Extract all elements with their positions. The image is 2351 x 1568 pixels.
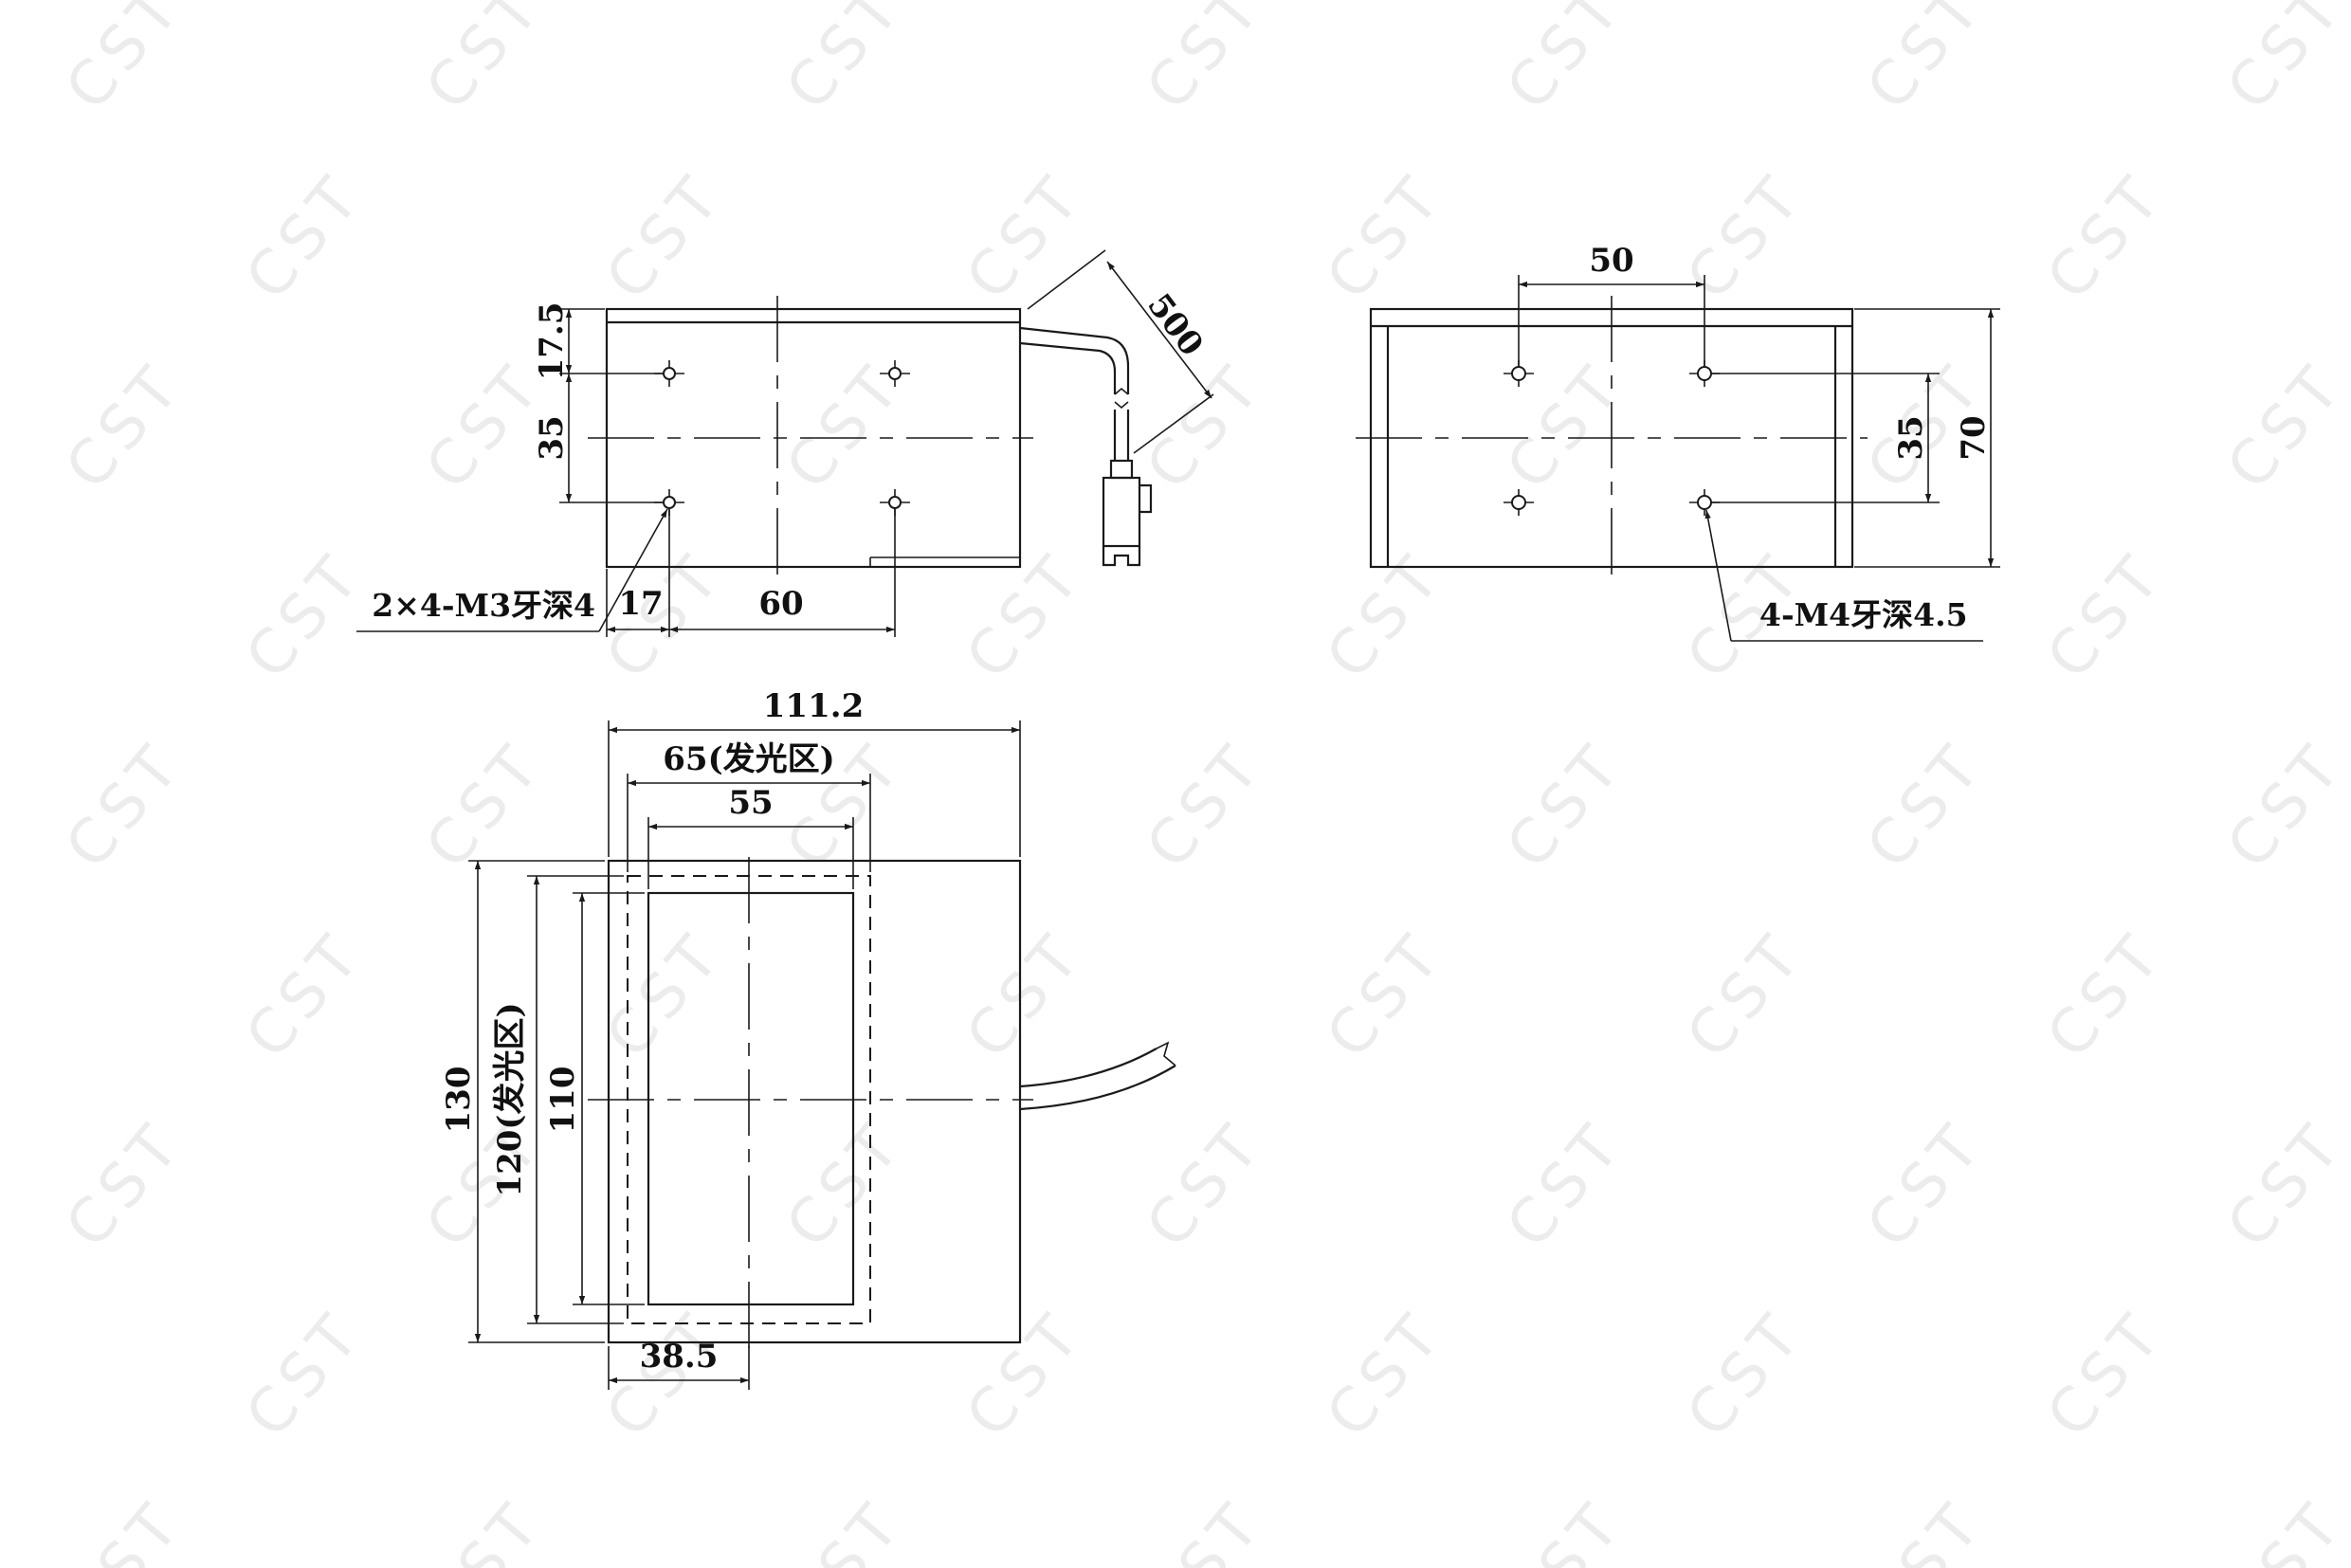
cable-connector	[1019, 326, 1153, 567]
watermark-text: CST	[1134, 729, 1278, 882]
watermark-text: CST	[1674, 1298, 1818, 1450]
watermark-text: CST	[53, 350, 197, 502]
watermark-text: CST	[1494, 0, 1638, 123]
mounting-hole	[888, 367, 902, 380]
dim-side-hole-pitch-horizontal: 50	[1589, 242, 1633, 280]
watermark-text: CST	[233, 919, 377, 1071]
watermark-text: CST	[954, 1298, 1098, 1450]
watermark-text: CST	[1494, 1108, 1638, 1261]
dim-emitting-height: 120(发光区)	[491, 1002, 529, 1196]
dim-500-ext	[1133, 393, 1214, 454]
watermark-text: CST	[0, 919, 17, 1071]
dim-top-height: 130	[440, 1067, 478, 1134]
dim-hole-pitch-horizontal: 60	[758, 585, 803, 623]
watermark-text: CST	[2214, 1108, 2351, 1261]
mounting-hole	[1697, 495, 1712, 510]
top-cable	[1019, 1041, 1176, 1111]
watermark-text: CST	[1314, 539, 1458, 692]
dim-hole-pitch-vertical: 35	[533, 415, 571, 460]
side-view: 50 35 70 4-M4牙深4.5	[1356, 242, 2000, 642]
mounting-hole	[1511, 366, 1526, 381]
watermark-text: CST	[774, 0, 918, 123]
watermark-text: CST	[233, 160, 377, 313]
watermark-text: CST	[593, 160, 738, 313]
front-view: 500 17.5 35 17 60 2×4-M3牙深4	[356, 249, 1214, 637]
watermark-text: CST	[53, 729, 197, 882]
top-view: 111.2 65(发光区) 55 130 120(发光区) 110 38.5	[440, 687, 1176, 1390]
dim-window-offset: 38.5	[640, 1338, 719, 1376]
dim-window-height: 110	[544, 1067, 582, 1134]
watermark-text: CST	[1314, 160, 1458, 313]
dim-500-ext	[1027, 249, 1106, 310]
dim-side-height: 70	[1955, 415, 1993, 460]
watermark-text: CST	[1854, 1487, 1998, 1568]
watermark-text: CST	[593, 539, 738, 692]
mounting-hole	[663, 367, 676, 380]
dim-window-width: 55	[728, 784, 773, 822]
watermark-text: CST	[954, 919, 1098, 1071]
dim-edge-vertical: 17.5	[533, 302, 571, 381]
watermark-text: CST	[2034, 1298, 2178, 1450]
watermark-text: CST	[413, 1108, 557, 1261]
watermark-text: CST	[1674, 919, 1818, 1071]
watermark-text: CST	[53, 1487, 197, 1568]
watermark-text: CST	[0, 1298, 17, 1450]
watermark-text: CST	[2034, 160, 2178, 313]
watermark-text: CST	[1854, 1108, 1998, 1261]
top-body-outline	[607, 859, 1022, 1344]
watermark-text: CST	[774, 1487, 918, 1568]
watermark-text: CST	[53, 1108, 197, 1261]
mounting-hole	[1697, 366, 1712, 381]
watermark-text: CST	[2214, 350, 2351, 502]
watermark-text: CST	[1134, 0, 1278, 123]
thread-callout-m4: 4-M4牙深4.5	[1759, 596, 1968, 633]
watermark-text: CST	[1134, 1108, 1278, 1261]
mounting-hole	[1511, 495, 1526, 510]
watermark-text: CST	[233, 539, 377, 692]
watermark-text: CST	[2214, 729, 2351, 882]
watermark-text: CST	[2214, 1487, 2351, 1568]
watermark-text: CST	[954, 160, 1098, 313]
leader-line	[1704, 509, 1732, 642]
thread-callout-m3: 2×4-M3牙深4	[372, 587, 595, 624]
leader-line	[598, 508, 668, 632]
watermark-text: CST	[0, 539, 17, 692]
watermark-text: CST	[1494, 1487, 1638, 1568]
dim-side-hole-pitch-vertical: 35	[1892, 415, 1930, 460]
watermark-text: CST	[413, 729, 557, 882]
watermark-text: CST	[1854, 0, 1998, 123]
dim-cable-length: 500	[1139, 286, 1211, 363]
watermark-text: CST	[1134, 350, 1278, 502]
watermark-text: CST	[1494, 729, 1638, 882]
watermark-text: CST	[1314, 919, 1458, 1071]
watermark-text: CST	[954, 539, 1098, 692]
dim-edge-horizontal: 17	[618, 585, 663, 623]
watermark-text: CST	[413, 0, 557, 123]
watermark-text: CST	[1134, 1487, 1278, 1568]
dim-emitting-width: 65(发光区)	[663, 740, 835, 778]
watermark-text: CST	[774, 1108, 918, 1261]
light-window	[647, 891, 855, 1306]
dim-500-line	[1106, 261, 1212, 399]
watermark-text: CST	[1674, 160, 1818, 313]
watermark-text: CST	[2034, 919, 2178, 1071]
watermark-text: CST	[413, 1487, 557, 1568]
watermark-text: CST	[53, 0, 197, 123]
watermark-text: CST	[1314, 1298, 1458, 1450]
watermark-text: CST	[593, 919, 738, 1071]
watermark-text: CST	[233, 1298, 377, 1450]
mounting-hole	[888, 496, 902, 509]
watermark-text: CST	[1854, 729, 1998, 882]
watermark-text: CST	[2214, 0, 2351, 123]
dim-top-width: 111.2	[763, 687, 864, 725]
watermark-text: CST	[2034, 539, 2178, 692]
mounting-hole	[663, 496, 676, 509]
watermark-text: CST	[0, 160, 17, 313]
